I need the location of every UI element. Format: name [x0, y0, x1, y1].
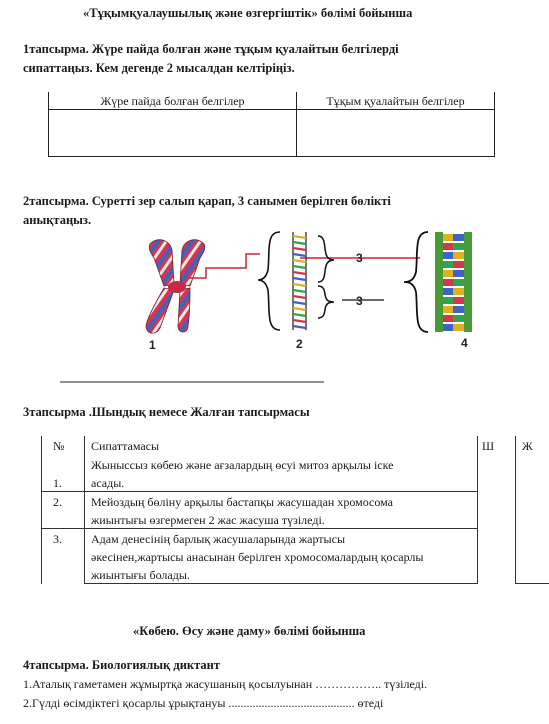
chromosome-icon [145, 239, 206, 334]
header-description: Сипаттамасы [91, 439, 160, 453]
task2-heading: 2тапсырма. Суретті зер салып қарап, 3 са… [23, 192, 391, 230]
label-4: 4 [461, 336, 468, 350]
label-2: 2 [296, 337, 303, 351]
task1-col-inherited: Тұқым қуалайтын белгілер [326, 94, 465, 108]
dna-helix-icon [292, 232, 307, 330]
brace-icon [317, 235, 335, 283]
brace-icon [317, 285, 335, 319]
dictation-question-2: 2.Гүлді өсімдіктегі қосарлы ұрықтануы ..… [23, 696, 384, 710]
true-false-table: № Сипаттамасы Ш Ж 1. Жыныссыз көбею және… [41, 436, 549, 584]
row2-description: Мейоздың бөліну арқылы бастапқы жасушада… [91, 495, 393, 527]
section-title-heredity: «Тұқымқуалаушылық және өзгергіштік» бөлі… [83, 6, 413, 20]
section-title-reproduction: «Көбею. Өсу және даму» бөлімі бойынша [133, 624, 366, 638]
header-number: № [53, 439, 65, 453]
brace-icon [257, 231, 281, 331]
label-3b: 3 [356, 294, 363, 308]
task1-heading: 1тапсырма. Жүре пайда болған және тұқым … [23, 40, 399, 78]
task1-col-acquired: Жүре пайда болған белгілер [100, 94, 245, 108]
header-true: Ш [482, 439, 495, 453]
row2-number: 2. [53, 495, 62, 509]
dictation-question-1: 1.Аталық гаметамен жұмыртқа жасушаның қо… [23, 677, 428, 691]
false-answer-cells[interactable] [516, 454, 549, 583]
true-answer-cells[interactable] [478, 454, 515, 583]
row3-number: 3. [53, 532, 62, 546]
task4-heading: 4тапсырма. Биологиялық диктант [23, 658, 220, 672]
task2-line1: 2тапсырма. Суретті зер салып қарап, 3 са… [23, 194, 391, 208]
label-1: 1 [149, 338, 156, 352]
dna-detail-icon [435, 232, 472, 332]
task3-heading: 3тапсырма .Шындық немесе Жалған тапсырма… [23, 405, 310, 419]
header-false: Ж [522, 439, 533, 453]
connector-line [188, 253, 260, 279]
label-3a: 3 [356, 251, 363, 265]
task1-table: Жүре пайда болған белгілер Тұқым қуалайт… [48, 92, 495, 157]
row3-description: Адам денесінің барлық жасушаларында жарт… [91, 532, 424, 582]
row1-number: 1. [53, 476, 62, 490]
row1-description: Жыныссыз көбею және ағзалардың өсуі мито… [91, 458, 394, 490]
task1-line2: сипаттаңыз. Кем дегенде 2 мысалдан келті… [23, 61, 295, 75]
task1-line1: 1тапсырма. Жүре пайда болған және тұқым … [23, 42, 399, 56]
brace-icon [403, 231, 429, 333]
task2-line2: анықтаңыз. [23, 213, 92, 227]
